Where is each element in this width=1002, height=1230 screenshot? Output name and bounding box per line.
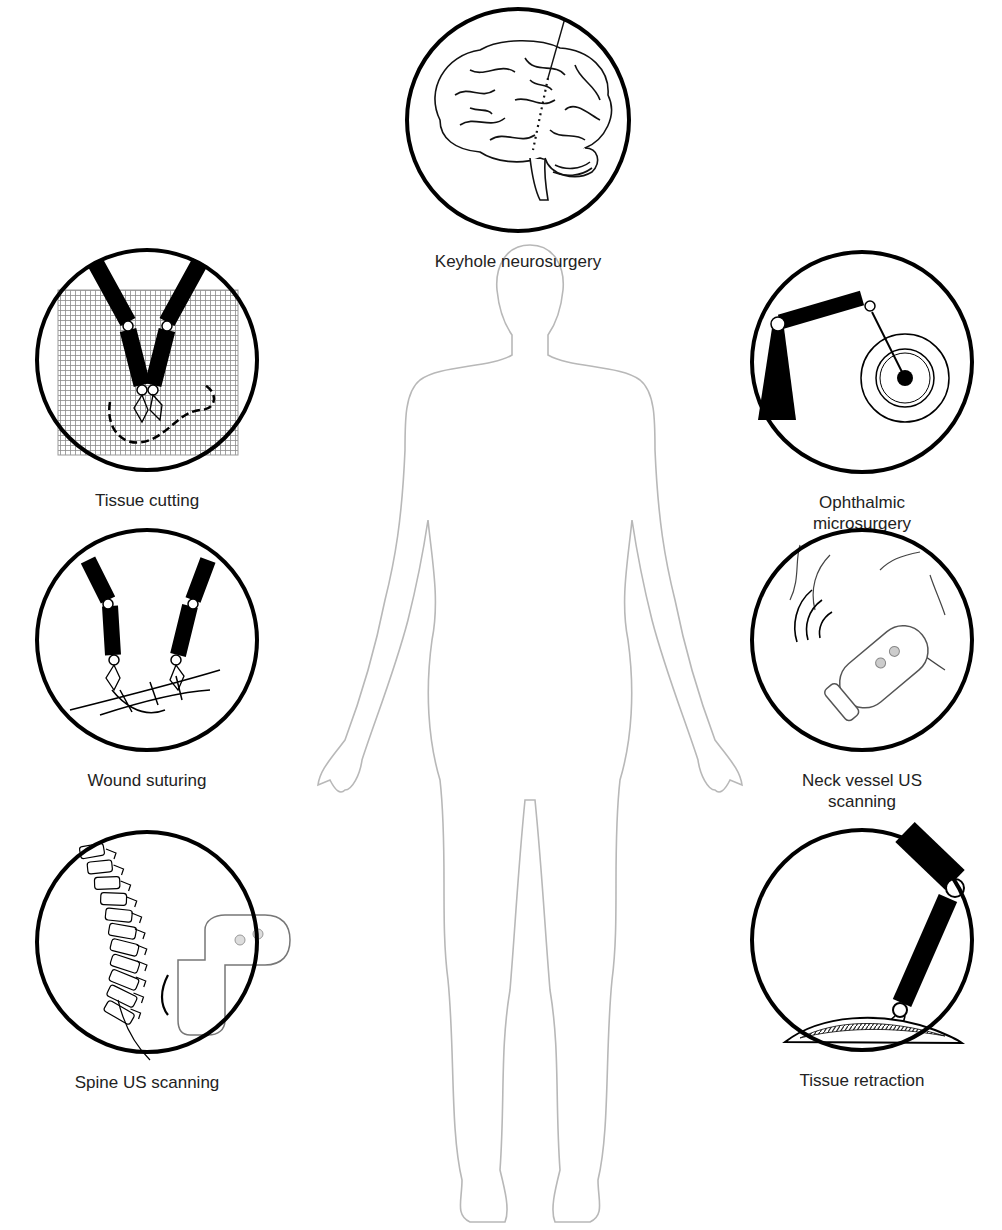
ophthalmic-illustration-part — [780, 298, 862, 322]
application-label: Tissue retraction — [799, 1070, 924, 1091]
application-label: Keyhole neurosurgery — [435, 251, 601, 272]
tissue-retraction-illustration-part — [800, 1023, 945, 1038]
circle-outline — [750, 828, 974, 1052]
spine-scan-illustration-part — [79, 843, 105, 859]
spine-scan-illustration-part — [108, 923, 137, 940]
circle-outline — [750, 250, 974, 474]
tissue-retraction-illustration-part — [902, 898, 948, 1003]
ophthalmic-illustration-part — [872, 312, 902, 372]
spine-scan-illustration-part — [235, 935, 245, 945]
spine-scan-illustration-part — [105, 908, 133, 923]
wound-suturing-illustration-part — [178, 560, 208, 655]
tissue-cutting-illustration-part — [162, 321, 172, 331]
wound-suturing-illustration-part — [70, 670, 220, 715]
application-label: Neck vessel US scanning — [777, 770, 947, 812]
spine-scan-illustration-part — [114, 865, 124, 875]
ophthalmic-illustration-part — [897, 370, 913, 386]
neck-scan-illustration-part — [795, 590, 832, 642]
wound-suturing-illustration-part — [171, 655, 181, 665]
spine-scan-illustration-part — [94, 877, 120, 890]
brain-illustration-part — [533, 78, 548, 150]
tissue-retraction-illustration-part — [893, 1003, 907, 1017]
tissue-retraction-illustration-part — [785, 1018, 962, 1043]
ophthalmic-illustration-part — [865, 301, 875, 311]
spine-scan-illustration-part — [100, 893, 126, 906]
wound-suturing-illustration-part — [88, 560, 113, 655]
spine-scan-illustration-part — [133, 993, 143, 1003]
body-silhouette-part — [318, 245, 742, 1222]
application-circle: Neck vessel US scanning — [746, 528, 978, 812]
spine-scan-illustration-part — [121, 881, 131, 891]
application-circle: Keyhole neurosurgery — [384, 7, 652, 272]
wound-suturing-illustration-part — [109, 655, 119, 665]
spine-scan-illustration-part — [136, 977, 146, 987]
body-silhouette — [318, 245, 742, 1222]
brain-illustration-part — [548, 18, 565, 78]
wound-suturing-illustration — [70, 560, 220, 715]
tissue-cutting-illustration-part — [95, 262, 142, 385]
circle-outline — [405, 7, 631, 233]
spine-scan-illustration-part — [178, 915, 290, 1035]
application-circle: Tissue cutting — [23, 248, 271, 511]
tissue-cutting-illustration-part — [123, 321, 133, 331]
ophthalmic-illustration-part — [876, 349, 934, 407]
brain-illustration — [435, 18, 611, 200]
spine-scan-illustration-part — [135, 929, 145, 939]
brain-illustration-part — [530, 158, 548, 200]
tissue-cutting-illustration-part — [153, 262, 200, 385]
circle-outline — [35, 830, 259, 1054]
tissue-retraction-illustration-part — [946, 879, 964, 897]
spine-scan-illustration-part — [87, 860, 113, 875]
neck-scan-illustration-part — [819, 615, 938, 726]
ophthalmic-illustration — [758, 298, 949, 422]
neck-scan-illustration-part — [823, 682, 861, 723]
application-circle: Spine US scanning — [23, 830, 271, 1093]
tissue-retraction-illustration-part — [905, 832, 955, 880]
spine-scan-illustration-part — [79, 843, 147, 1025]
application-label: Tissue cutting — [95, 490, 199, 511]
application-circle: Wound suturing — [23, 528, 271, 791]
spine-scan-illustration-part — [127, 897, 137, 907]
tissue-cutting-illustration-part — [109, 385, 214, 443]
brain-illustration-part — [435, 41, 611, 162]
brain-illustration-part — [553, 162, 592, 175]
tissue-cutting-illustration — [58, 262, 238, 455]
application-circle: Ophthalmic microsurgery — [746, 250, 978, 534]
ophthalmic-illustration-part — [880, 353, 930, 403]
brain-illustration-part — [545, 148, 598, 177]
spine-scan-illustration-part — [106, 849, 116, 859]
application-label: Wound suturing — [88, 770, 207, 791]
application-label: Spine US scanning — [75, 1072, 220, 1093]
circle-outline — [750, 528, 974, 752]
wound-suturing-illustration-part — [103, 599, 113, 609]
brain-illustration-part — [455, 58, 600, 140]
tissue-cutting-illustration-part — [137, 385, 147, 395]
circle-outline — [35, 528, 259, 752]
ophthalmic-illustration-part — [758, 328, 796, 420]
ophthalmic-illustration-part — [861, 334, 949, 422]
neck-scan-illustration-part — [874, 656, 888, 670]
wound-suturing-illustration-part — [106, 665, 184, 690]
spine-scan-illustration-part — [132, 913, 142, 923]
wound-suturing-illustration-part — [188, 599, 198, 609]
neck-scan-illustration-part — [887, 644, 901, 658]
tissue-cutting-illustration-part — [148, 385, 158, 395]
application-circle: Tissue retraction — [738, 828, 986, 1091]
spine-scan-illustration-part — [131, 1009, 141, 1019]
spine-scan-illustration-part — [162, 975, 168, 1015]
tissue-retraction-illustration — [785, 832, 964, 1043]
ophthalmic-illustration-part — [771, 317, 785, 331]
tissue-cutting-illustration-part — [134, 395, 162, 422]
spine-scan-illustration-part — [137, 961, 147, 971]
circle-outline — [35, 248, 259, 472]
spine-scan-illustration-part — [137, 945, 147, 955]
neck-scan-illustration — [790, 545, 945, 726]
